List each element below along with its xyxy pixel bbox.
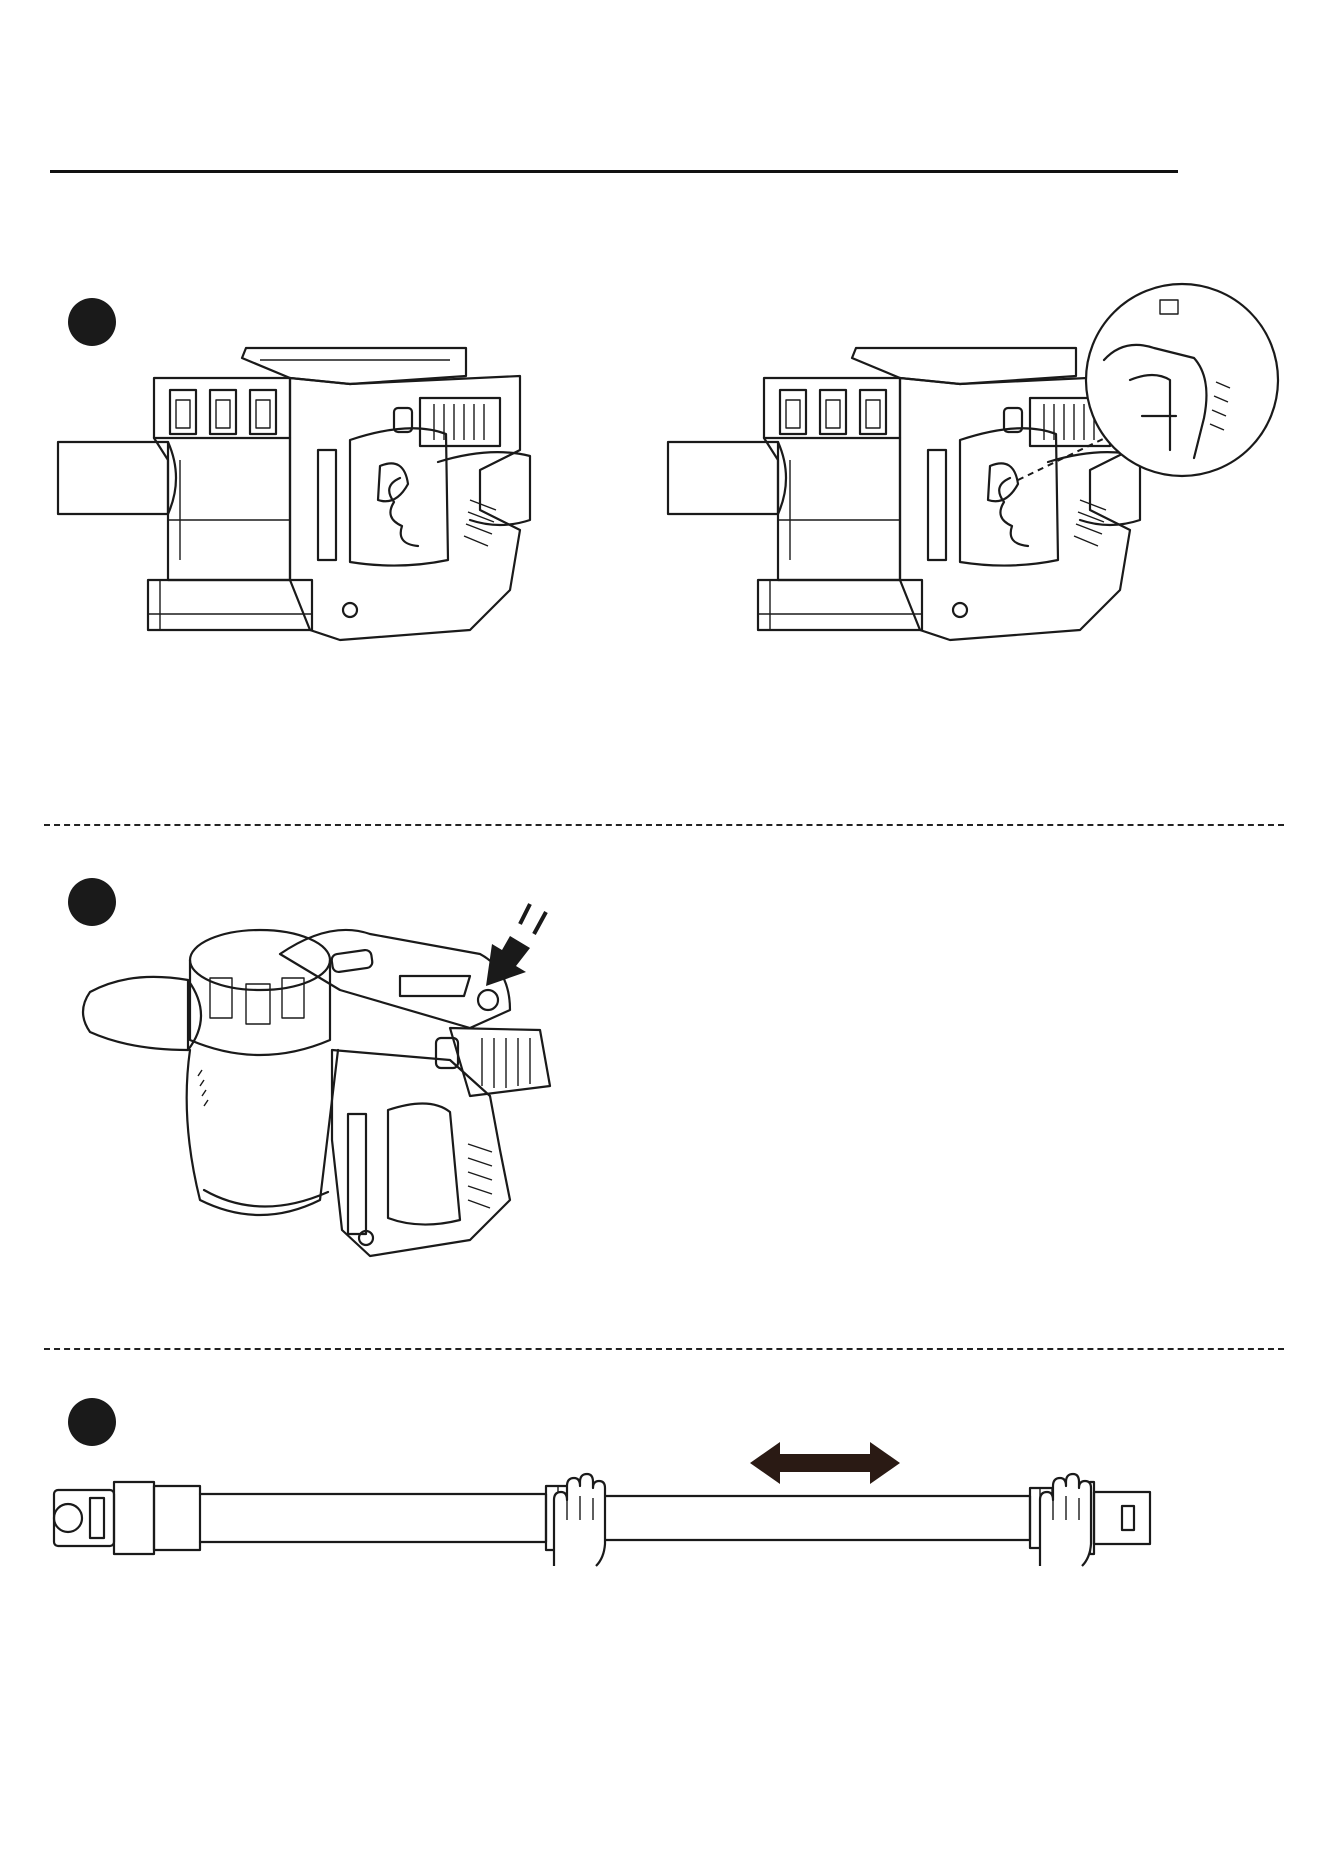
handheld-side-view bbox=[50, 330, 610, 690]
handheld-side-view-with-detail-callout bbox=[660, 320, 1280, 680]
hand-icon bbox=[1034, 1474, 1094, 1566]
section-divider-1 bbox=[44, 824, 1284, 826]
press-arrow-icon bbox=[470, 900, 560, 1010]
header-rule bbox=[50, 170, 1178, 173]
hand-icon bbox=[548, 1474, 608, 1566]
step-bullet-icon bbox=[68, 1398, 116, 1446]
extension-tube-adjust bbox=[50, 1470, 1170, 1580]
section-divider-2 bbox=[44, 1348, 1284, 1350]
